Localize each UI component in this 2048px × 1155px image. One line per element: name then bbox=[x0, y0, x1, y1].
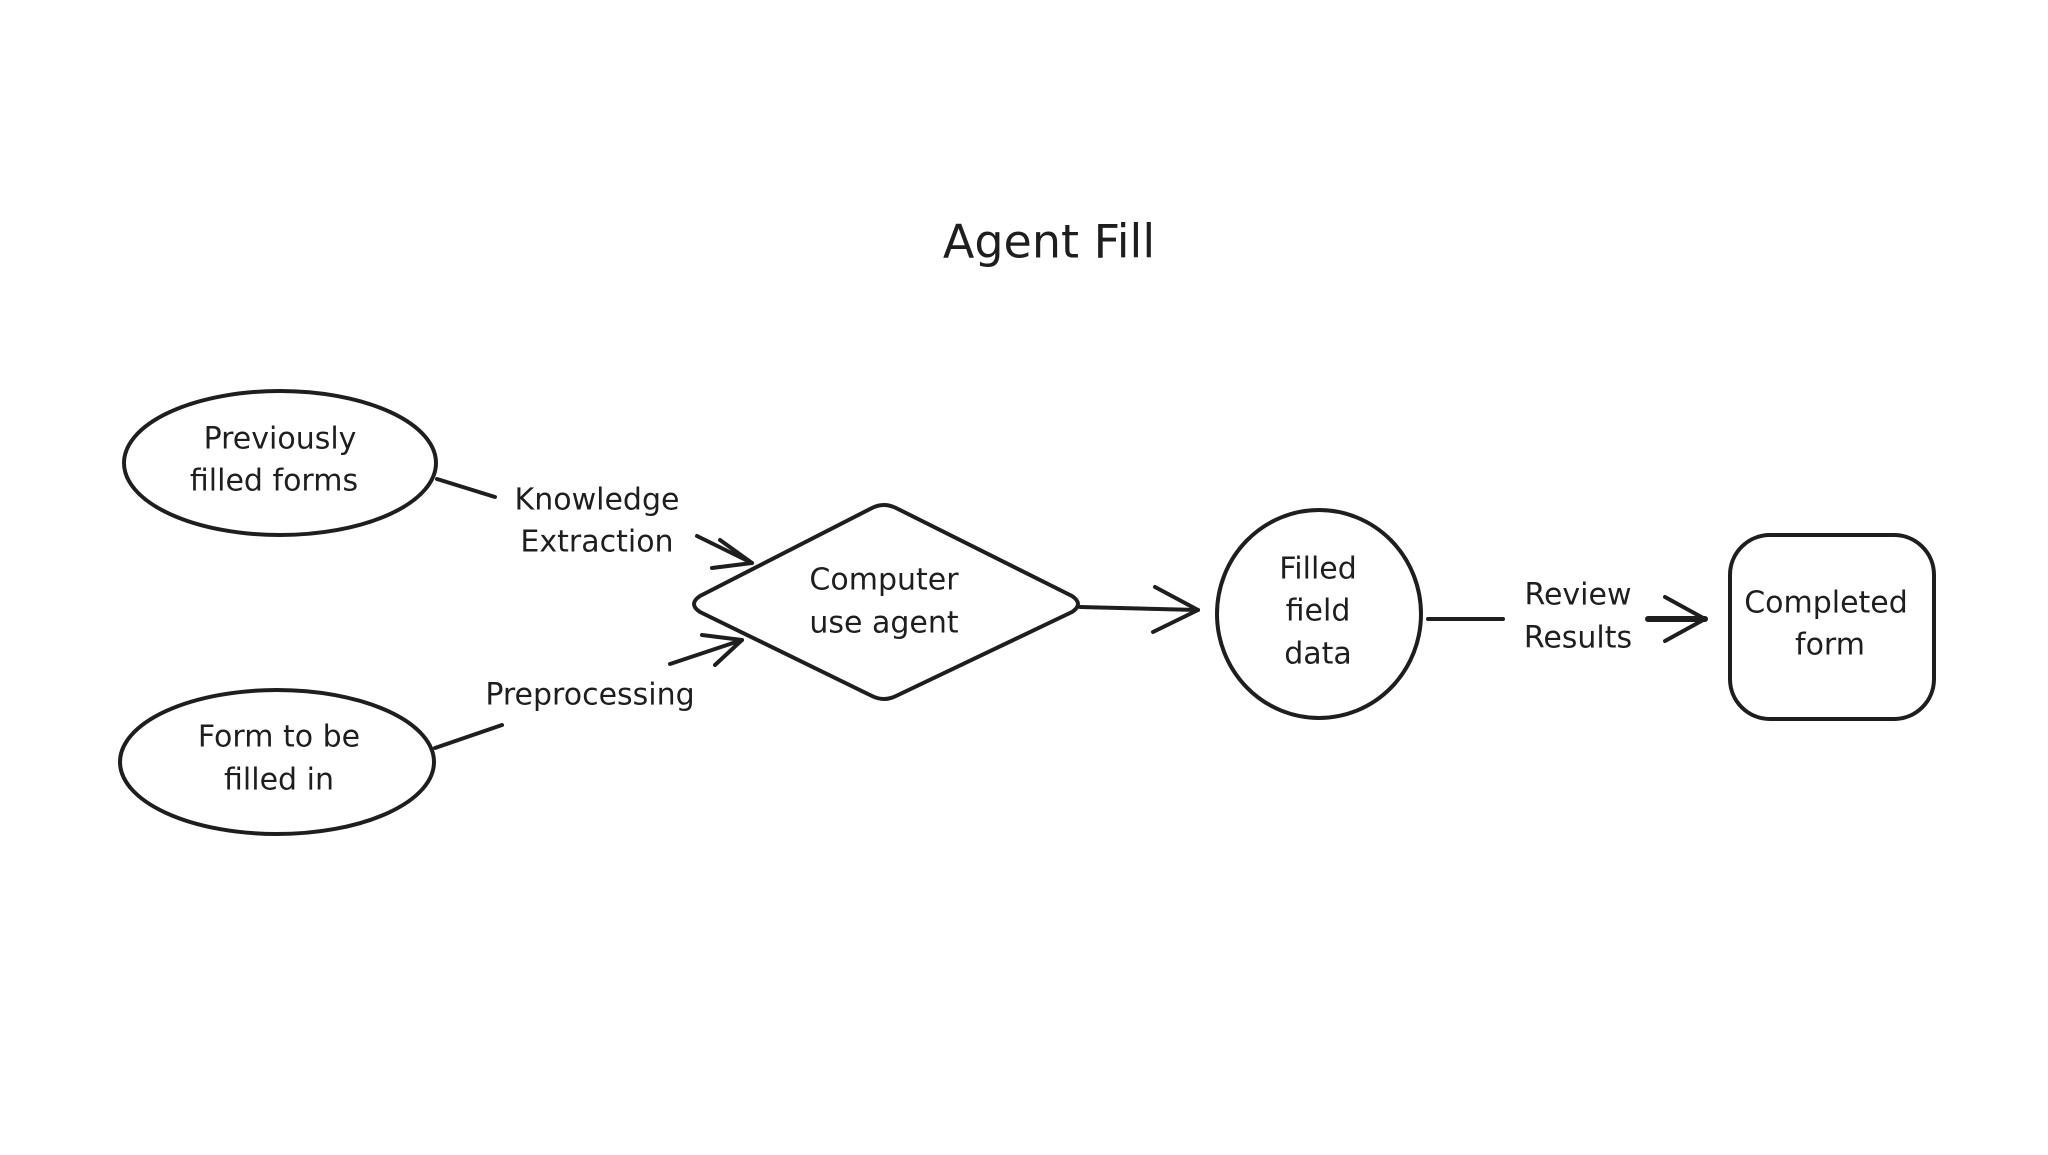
node-form-to-be-filled[interactable]: Form to be filled in bbox=[118, 688, 436, 836]
ellipse-shape bbox=[118, 688, 436, 836]
node-label-line: form bbox=[1795, 628, 1865, 663]
node-label-line: use agent bbox=[809, 606, 959, 641]
edge-line bbox=[668, 638, 744, 666]
node-label-line: Form to be bbox=[198, 720, 360, 755]
edge-line bbox=[433, 723, 504, 750]
diamond-shape bbox=[692, 503, 1080, 701]
node-label-line: data bbox=[1284, 637, 1352, 672]
edge-label-line: Extraction bbox=[520, 525, 673, 560]
ellipse-shape bbox=[122, 389, 438, 537]
node-previously-filled-forms[interactable]: Previously filled forms bbox=[122, 389, 438, 537]
edge-knowledge-extraction: Knowledge Extraction bbox=[435, 477, 754, 570]
arrowhead-icon bbox=[1663, 595, 1707, 643]
edge-line bbox=[435, 477, 497, 499]
edge-review-results: Review Results bbox=[1426, 578, 1708, 656]
edge-label-line: Results bbox=[1524, 621, 1632, 656]
edge-agent-to-filled-data bbox=[1078, 585, 1200, 634]
arrowhead-icon bbox=[1151, 585, 1200, 634]
arrowhead-icon bbox=[700, 633, 744, 667]
node-label-line: filled in bbox=[224, 763, 334, 798]
edge-label-line: Knowledge bbox=[515, 483, 680, 518]
node-label-line: Filled bbox=[1279, 552, 1357, 587]
edge-line bbox=[1078, 605, 1200, 612]
edge-label-line: Review bbox=[1524, 578, 1631, 613]
node-filled-field-data[interactable]: Filled field data bbox=[1215, 508, 1423, 720]
edge-label-line: Preprocessing bbox=[485, 678, 694, 713]
node-label-line: filled forms bbox=[190, 464, 358, 499]
arrowhead-icon bbox=[710, 538, 754, 570]
node-label-line: Completed bbox=[1744, 586, 1908, 621]
node-computer-use-agent[interactable]: Computer use agent bbox=[692, 503, 1080, 701]
node-completed-form[interactable]: Completed form bbox=[1728, 533, 1936, 721]
node-label-line: Previously bbox=[204, 422, 357, 457]
circle-shape bbox=[1215, 508, 1423, 720]
node-label-line: field bbox=[1286, 594, 1351, 629]
edge-preprocessing: Preprocessing bbox=[433, 633, 744, 750]
diagram-title: Agent Fill bbox=[943, 215, 1155, 269]
rounded-rectangle-shape bbox=[1728, 533, 1936, 721]
node-label-line: Computer bbox=[809, 563, 959, 598]
